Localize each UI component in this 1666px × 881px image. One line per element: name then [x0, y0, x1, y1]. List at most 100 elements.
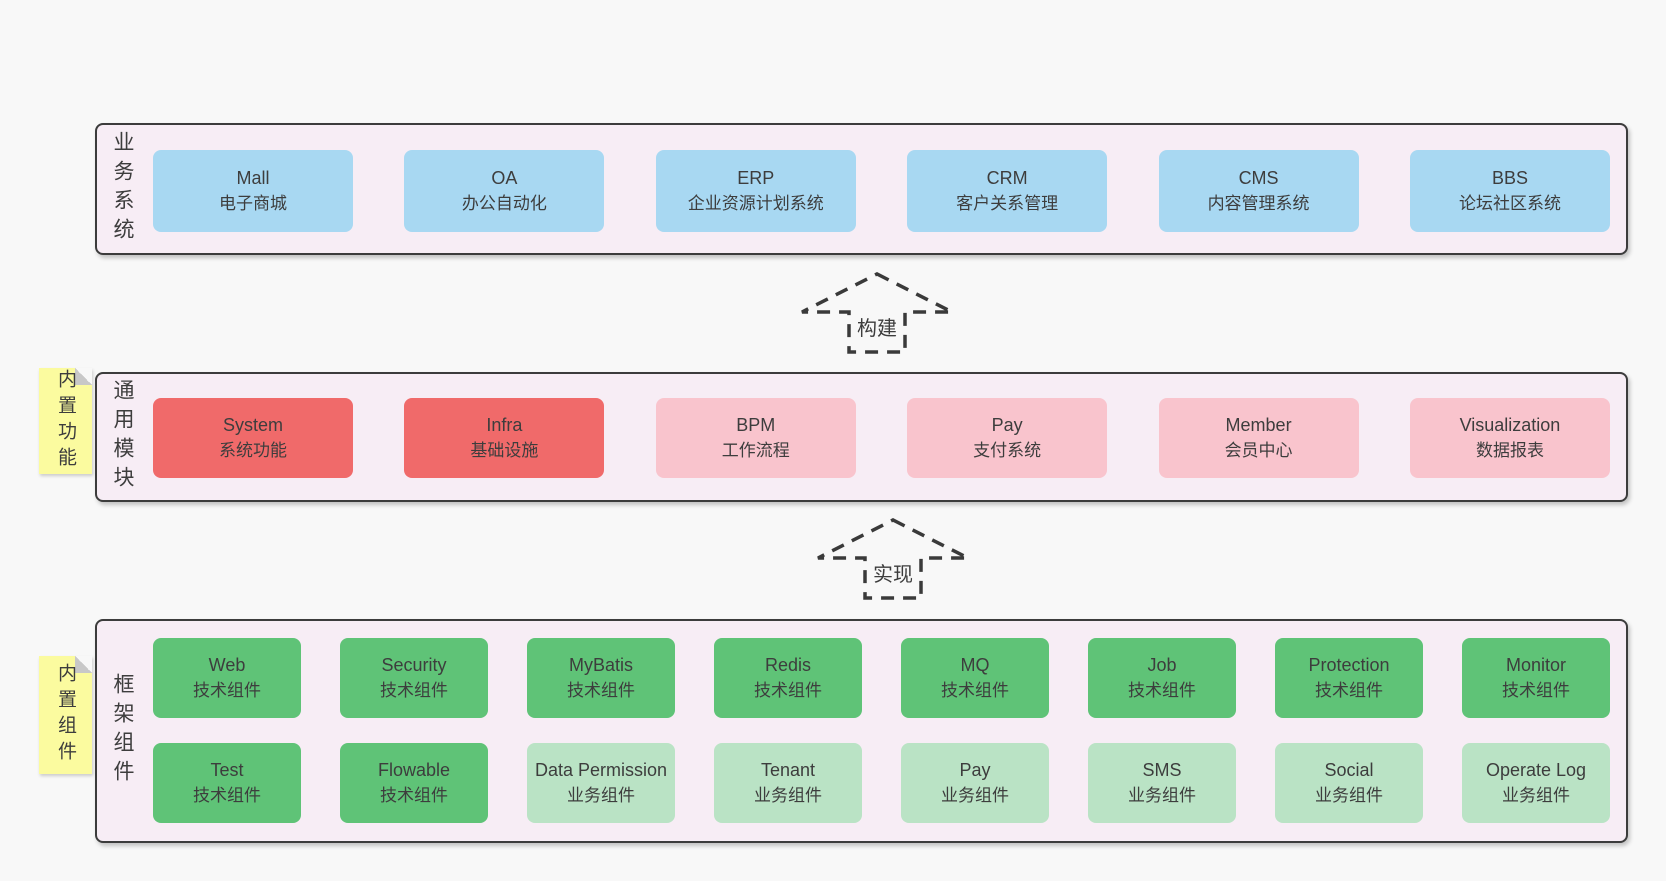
box-desc: 技术组件 — [380, 681, 448, 700]
box-pay: Pay 业务组件 — [901, 743, 1049, 823]
box-redis: Redis 技术组件 — [714, 638, 862, 718]
box-desc: 企业资源计划系统 — [687, 194, 824, 213]
box-name: Flowable — [377, 760, 451, 780]
box-name: OA — [491, 168, 518, 188]
box-data-permission: Data Permission 业务组件 — [527, 743, 675, 823]
box-job: Job 技术组件 — [1088, 638, 1236, 718]
box-name: SMS — [1142, 760, 1182, 780]
box-mall: Mall 电子商城 — [153, 150, 353, 232]
box-desc: 业务组件 — [1502, 786, 1570, 805]
box-desc: 支付系统 — [973, 441, 1042, 460]
box-social: Social 业务组件 — [1275, 743, 1423, 823]
arrow-build-outline — [801, 272, 953, 354]
box-name: Pay — [959, 760, 991, 780]
arrow-implement-outline — [817, 518, 969, 600]
box-desc: 技术组件 — [380, 786, 448, 805]
layer-side-label-common-modules: 通用模块 — [111, 379, 134, 495]
box-desc: 技术组件 — [567, 681, 635, 700]
box-name: Pay — [991, 415, 1023, 435]
box-desc: 业务组件 — [941, 786, 1009, 805]
box-name: CRM — [986, 168, 1028, 188]
box-desc: 业务组件 — [567, 786, 635, 805]
box-desc: 电子商城 — [219, 194, 287, 213]
box-visualization: Visualization 数据报表 — [1409, 398, 1610, 478]
box-tenant: Tenant 业务组件 — [714, 743, 862, 823]
box-name: Mall — [236, 168, 270, 188]
layer-side-label-business-systems: 业务系统 — [111, 131, 134, 247]
box-desc: 技术组件 — [941, 681, 1009, 700]
box-oa: OA 办公自动化 — [404, 150, 605, 232]
box-bbs: BBS 论坛社区系统 — [1409, 150, 1610, 232]
box-name: BPM — [736, 415, 776, 435]
box-name: Security — [381, 655, 447, 675]
box-name: MyBatis — [568, 655, 633, 675]
box-desc: 技术组件 — [1502, 681, 1570, 700]
box-security: Security 技术组件 — [340, 638, 488, 718]
tag-label: 内置组件 — [55, 663, 76, 767]
box-system: System 系统功能 — [153, 398, 353, 478]
box-desc: 工作流程 — [721, 441, 790, 460]
box-crm: CRM 客户关系管理 — [907, 150, 1108, 232]
box-desc: 技术组件 — [193, 681, 261, 700]
box-desc: 系统功能 — [219, 441, 287, 460]
tag-fold-icon — [75, 656, 92, 673]
box-name: Tenant — [760, 760, 816, 780]
box-member: Member 会员中心 — [1158, 398, 1359, 478]
box-desc: 办公自动化 — [461, 194, 547, 213]
box-desc: 技术组件 — [754, 681, 822, 700]
box-protection: Protection 技术组件 — [1275, 638, 1423, 718]
tag-fold-icon — [75, 368, 92, 385]
sticky-tag-framework-components: 内置组件 — [39, 656, 92, 774]
box-desc: 业务组件 — [754, 786, 822, 805]
box-name: System — [222, 415, 283, 435]
arrow-implement-label: 实现 — [873, 563, 913, 586]
box-name: Protection — [1308, 655, 1390, 675]
box-name: Operate Log — [1485, 760, 1587, 780]
layer-common-modules: 通用模块 System 系统功能 Infra 基础设施 BPM 工作流程 Pay 支付系统 Mem… — [95, 372, 1628, 502]
box-desc: 论坛社区系统 — [1458, 194, 1561, 213]
box-desc: 技术组件 — [1128, 681, 1196, 700]
box-name: ERP — [737, 168, 775, 188]
arrow-build-label: 构建 — [857, 317, 897, 340]
box-name: Member — [1225, 415, 1292, 435]
box-erp: ERP 企业资源计划系统 — [655, 150, 856, 232]
box-bpm: BPM 工作流程 — [655, 398, 856, 478]
box-infra: Infra 基础设施 — [404, 398, 605, 478]
box-operate-log: Operate Log 业务组件 — [1462, 743, 1610, 823]
box-sms: SMS 业务组件 — [1088, 743, 1236, 823]
box-name: Redis — [764, 655, 812, 675]
box-desc: 客户关系管理 — [956, 194, 1059, 213]
box-name: CMS — [1238, 168, 1279, 188]
box-desc: 基础设施 — [470, 441, 539, 460]
box-flowable: Flowable 技术组件 — [340, 743, 488, 823]
box-name: Social — [1324, 760, 1374, 780]
box-row: System 系统功能 Infra 基础设施 BPM 工作流程 Pay 支付系统 Member 会… — [153, 398, 1610, 478]
box-desc: 业务组件 — [1315, 786, 1383, 805]
box-desc: 数据报表 — [1475, 441, 1544, 460]
box-name: Data Permission — [534, 760, 668, 780]
box-name: Visualization — [1459, 415, 1561, 435]
box-name: Web — [208, 655, 246, 675]
box-desc: 会员中心 — [1224, 441, 1293, 460]
box-name: Job — [1147, 655, 1177, 675]
box-desc: 业务组件 — [1128, 786, 1196, 805]
sticky-tag-common-modules: 内置功能 — [39, 368, 92, 474]
tag-label: 内置功能 — [55, 369, 76, 473]
box-desc: 技术组件 — [1315, 681, 1383, 700]
box-name: BBS — [1491, 168, 1528, 188]
box-web: Web 技术组件 — [153, 638, 301, 718]
box-name: Infra — [486, 415, 523, 435]
arrow-build-icon: 构建 — [792, 271, 962, 355]
box-pay: Pay 支付系统 — [907, 398, 1108, 478]
box-name: Test — [210, 760, 244, 780]
